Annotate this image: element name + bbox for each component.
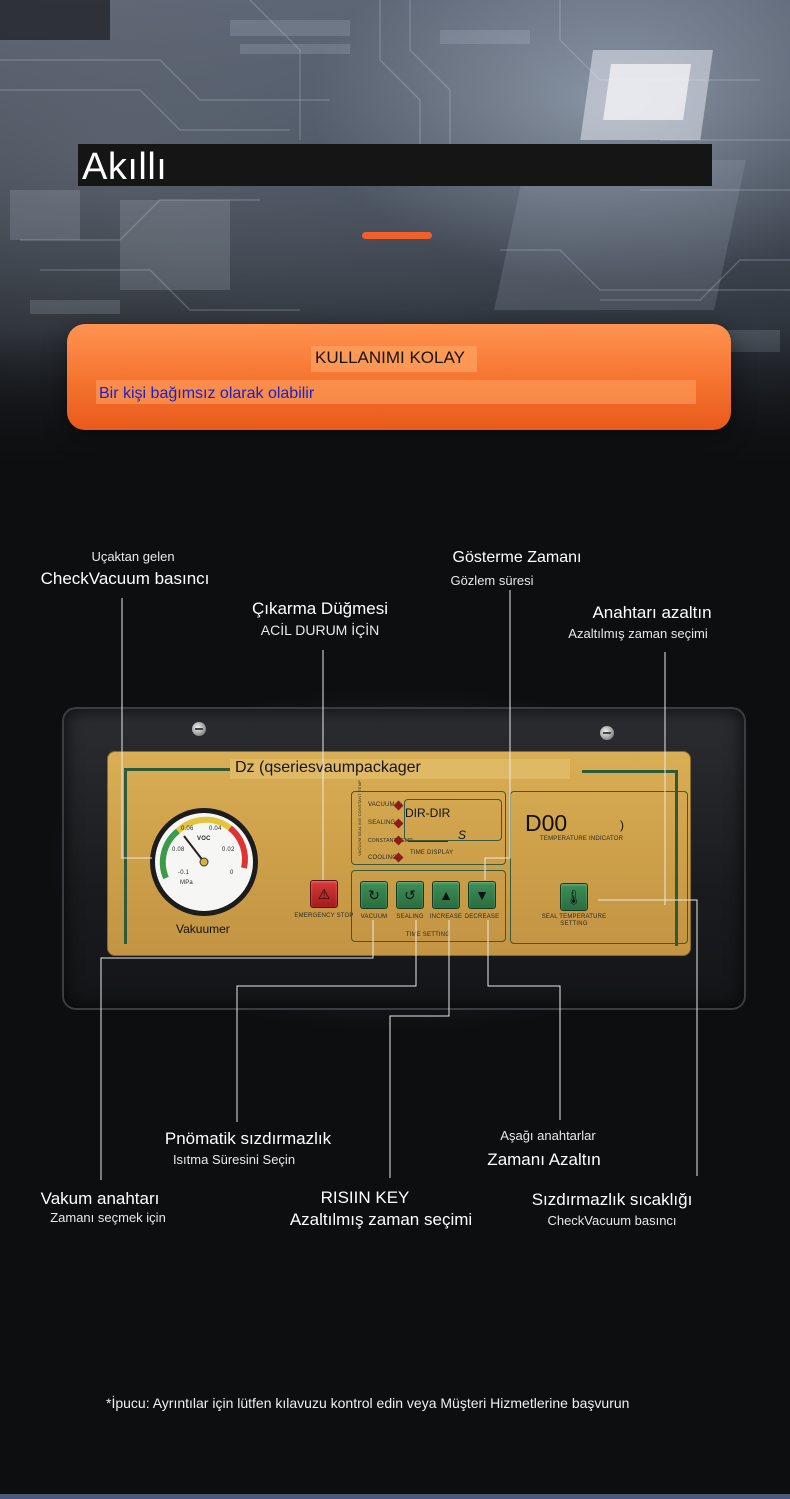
rise-key-caption: Azaltılmış zaman seçimi <box>289 1210 473 1229</box>
display-underline <box>408 841 448 842</box>
pneumatic-caption: Isıtma Süresini Seçin <box>172 1152 296 1167</box>
time-display-label: TIME DISPLAY <box>410 850 454 856</box>
vacuum-pressure-caption: Uçaktan gelen <box>91 549 175 564</box>
sealing-button[interactable]: ↺ <box>396 881 424 909</box>
card-subtitle-background <box>96 380 696 404</box>
time-readout <box>404 799 502 841</box>
gauge-tick: 0.08 <box>172 847 185 853</box>
gauge-unit: MPa <box>180 880 193 886</box>
time-display-box <box>351 791 506 865</box>
pneumatic-title: Pnömatik sızdırmazlık <box>164 1129 332 1148</box>
seal-temperature-title: Sızdırmazlık sıcaklığı <box>531 1190 693 1209</box>
temperature-value: D00 <box>525 810 568 836</box>
gauge-tick: 0.02 <box>222 847 235 853</box>
gauge-brand: VOC <box>197 836 211 842</box>
brand-background <box>230 759 570 779</box>
increase-button-label: INCREASE <box>429 914 463 920</box>
plate-trim <box>124 768 232 771</box>
vacuum-switch-caption: Zamanı seçmek için <box>50 1210 166 1225</box>
seal-temperature-caption: CheckVacuum basıncı <box>547 1213 677 1228</box>
bottom-strip <box>0 1494 790 1499</box>
decrease-key-title: Anahtarı azaltın <box>592 603 712 622</box>
screw-icon <box>192 722 206 736</box>
emergency-caption: ACİL DURUM İÇİN <box>260 622 380 638</box>
cycle-arrow-icon: ↺ <box>404 886 416 903</box>
title-background <box>78 144 712 186</box>
seal-temperature-label: SEAL TEMPERATURE <box>541 914 607 920</box>
vacuum-pressure-title: CheckVacuum basıncı <box>40 569 210 588</box>
vacuum-gauge <box>150 808 258 916</box>
temperature-box <box>510 791 688 944</box>
sealing-button-label: SEALING <box>396 914 424 920</box>
increase-button[interactable]: ▲ <box>432 881 460 909</box>
vacuum-button[interactable]: ↻ <box>360 881 388 909</box>
gauge-label: Vakuumer <box>176 922 230 936</box>
plate-trim <box>582 770 678 773</box>
gauge-tick: 0.06 <box>181 826 194 832</box>
status-label: COOLING <box>368 855 398 861</box>
emergency-stop-label: EMERGENCY STOP <box>294 913 354 919</box>
emergency-stop-button[interactable]: ⚠ <box>310 880 338 908</box>
plate-trim <box>124 768 127 944</box>
triangle-down-icon: ▼ <box>475 887 489 903</box>
footer-hint: *İpucu: Ayrıntılar için lütfen kılavuzu … <box>106 1395 630 1411</box>
accent-divider <box>362 232 432 239</box>
thermometer-icon: 🌡 <box>565 888 583 905</box>
time-value: DIR-DIR <box>405 806 451 820</box>
card-subtitle: Bir kişi bağımsız olarak olabilir <box>99 385 315 402</box>
triangle-up-icon: ▲ <box>439 887 453 903</box>
down-keys-caption: Aşağı anahtarlar <box>500 1128 596 1143</box>
rise-key-title: RISIIN KEY <box>320 1188 410 1207</box>
status-label: CONSTANT TEMP <box>368 838 413 844</box>
temperature-bracket: ) <box>620 818 624 832</box>
status-label: SEALING <box>368 820 396 826</box>
warning-triangle-icon: ⚠ <box>317 885 331 902</box>
gauge-tick: -0.1 <box>178 870 190 876</box>
time-setting-label: TIME SETTING <box>405 932 451 938</box>
decrease-key-caption: Azaltılmış zaman seçimi <box>568 626 708 641</box>
display-time-caption: Gözlem süresi <box>450 573 534 588</box>
card-title-background <box>311 346 477 372</box>
screw-icon <box>600 726 614 740</box>
status-label: VACUUM <box>368 802 395 808</box>
card-title: KULLANIMI KOLAY <box>315 348 465 367</box>
decrease-button-label: DECREASE <box>464 914 500 920</box>
seal-temperature-label: SETTING <box>560 921 588 927</box>
decrease-button[interactable]: ▼ <box>468 881 496 909</box>
plate-trim <box>675 770 678 946</box>
hero-title: Akıllı <box>82 146 168 188</box>
down-keys-title: Zamanı Azaltın <box>487 1150 601 1169</box>
feature-card <box>67 324 731 430</box>
display-time-title: Gösterme Zamanı <box>452 549 582 566</box>
brand-label: Dz (qseriesvaumpackager <box>235 759 421 776</box>
time-setting-box <box>351 870 506 942</box>
seal-temperature-button[interactable]: 🌡 <box>560 883 588 911</box>
temperature-indicator-label: TEMPERATURE INDICATOR <box>540 836 624 842</box>
vacuum-button-label: VACUUM <box>360 914 388 920</box>
gauge-tick: 0 <box>230 870 234 876</box>
gauge-tick: 0.04 <box>209 826 222 832</box>
vacuum-switch-title: Vakum anahtarı <box>40 1189 160 1208</box>
time-unit: S <box>458 828 467 842</box>
emergency-title: Çıkarma Düğmesi <box>251 599 389 618</box>
cycle-icon: ↻ <box>368 886 380 903</box>
